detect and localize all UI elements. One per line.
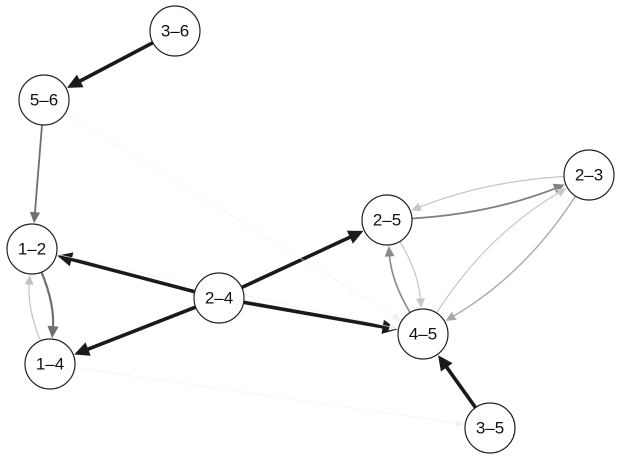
node-4-5[interactable]: 4–5: [397, 308, 449, 360]
node-3-5[interactable]: 3–5: [464, 402, 516, 454]
arrowhead: [416, 298, 425, 309]
edge-n25-n23: [411, 183, 565, 220]
arrowhead: [455, 419, 465, 427]
arrowhead: [24, 274, 34, 285]
arrowhead: [438, 355, 453, 372]
node-label: 1–4: [36, 355, 64, 374]
arrowhead: [67, 74, 84, 88]
arrowhead: [384, 245, 395, 257]
node-label: 2–4: [205, 289, 233, 308]
edge-line: [74, 367, 459, 424]
edge-line: [84, 305, 198, 352]
arrowhead: [555, 188, 567, 197]
edge-line: [28, 281, 42, 342]
edge-line: [388, 253, 411, 314]
edge-n14-n12: [24, 274, 42, 342]
arrowhead: [388, 322, 398, 331]
edge-line: [435, 191, 561, 314]
edge-n45-n25: [384, 245, 411, 314]
node-2-4[interactable]: 2–4: [193, 272, 245, 324]
node-1-4[interactable]: 1–4: [24, 338, 76, 390]
edge-line: [443, 363, 478, 410]
edge-line: [65, 112, 396, 318]
edge-n12-n14: [40, 271, 59, 339]
node-3-6[interactable]: 3–6: [149, 5, 201, 57]
node-label: 3–5: [476, 419, 504, 438]
edge-n45-n23: [435, 188, 567, 314]
node-label: 2–5: [373, 211, 401, 230]
nodes-layer: 3–6 5–6 1–2 1–4 2–4 2–5: [6, 5, 615, 454]
node-label: 1–2: [18, 240, 46, 259]
edge-line: [411, 187, 558, 220]
edges-layer: [24, 40, 577, 427]
arrowhead: [29, 211, 41, 224]
edge-n24-n25: [239, 230, 364, 290]
edge-line: [239, 234, 354, 290]
node-label: 2–3: [575, 166, 603, 185]
edge-n23-n25: [411, 175, 565, 212]
edge-n23-n45: [445, 195, 577, 321]
node-5-6[interactable]: 5–6: [18, 74, 70, 126]
node-label: 3–6: [161, 22, 189, 41]
node-2-3[interactable]: 2–3: [563, 149, 615, 201]
edge-n24-n45: [241, 300, 398, 334]
node-label: 5–6: [30, 91, 58, 110]
edge-line: [76, 40, 155, 84]
arrowhead: [552, 183, 565, 194]
edge-line: [67, 257, 197, 294]
edge-n25-n45: [399, 240, 425, 309]
arrowhead: [391, 312, 401, 321]
arrowhead: [74, 342, 91, 356]
arrowhead: [346, 230, 364, 244]
edge-n56-n45: [65, 112, 401, 321]
edge-n35-n45: [438, 355, 478, 410]
edge-line: [451, 195, 577, 318]
node-2-5[interactable]: 2–5: [361, 194, 413, 246]
edge-n36-n56: [67, 40, 155, 88]
edge-line: [33, 124, 43, 216]
edge-line: [417, 175, 565, 209]
node-1-2[interactable]: 1–2: [6, 223, 58, 275]
edge-n24-n14: [74, 305, 198, 356]
arrowhead: [411, 202, 422, 212]
arrowhead: [57, 252, 74, 267]
edge-n14-n35: [74, 367, 465, 427]
edge-n24-n12: [57, 252, 197, 294]
edge-n56-n12: [29, 124, 43, 224]
arrowhead: [445, 311, 457, 321]
arrowhead: [47, 325, 59, 339]
edge-line: [40, 271, 55, 330]
edge-line: [399, 240, 422, 301]
edge-line: [241, 300, 387, 329]
node-label: 4–5: [409, 325, 437, 344]
